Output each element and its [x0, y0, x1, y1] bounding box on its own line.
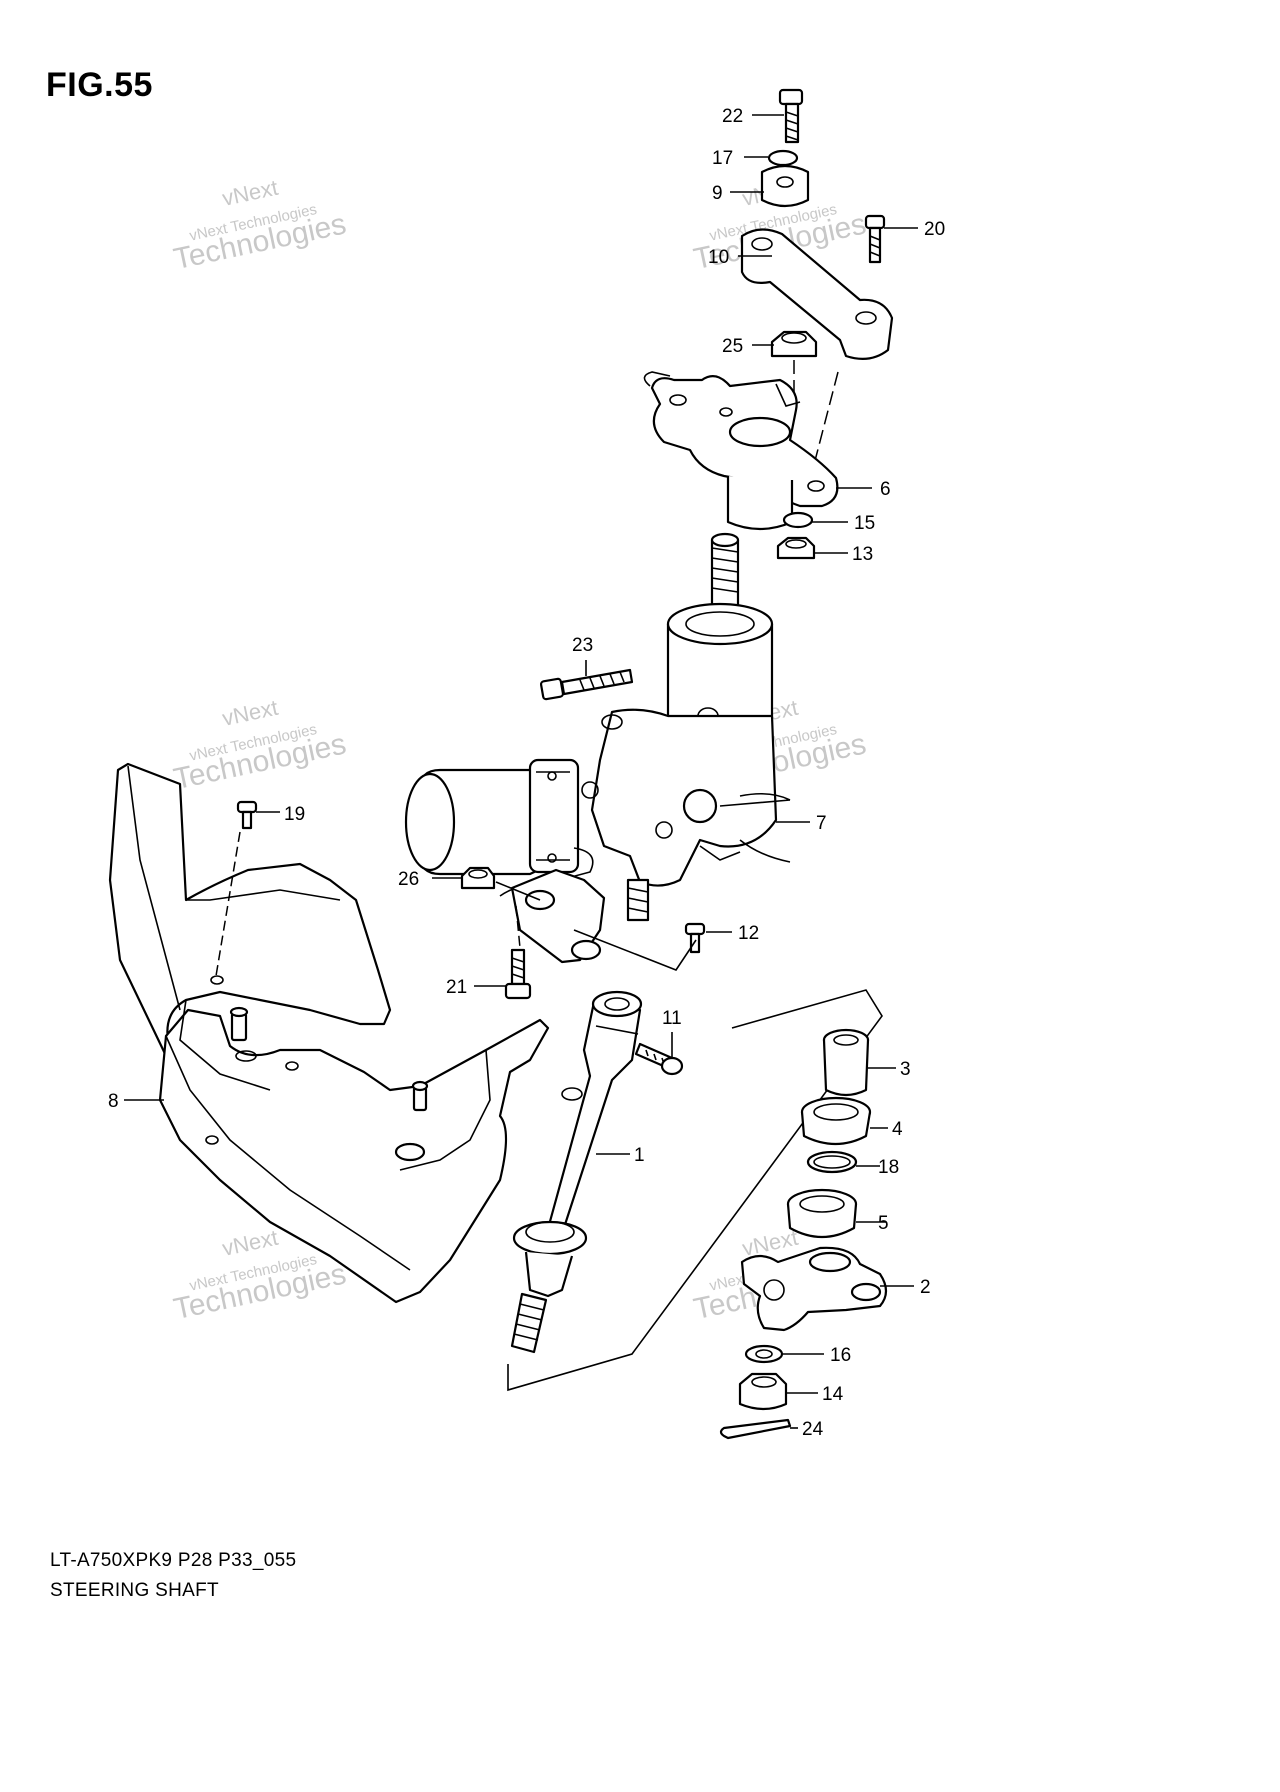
- watermark: vNext vNext Technologies Technologies: [171, 695, 349, 796]
- pitman-arm-2: [740, 1246, 888, 1332]
- callout-15: 15: [854, 513, 875, 534]
- washer-15: [782, 511, 814, 529]
- svg-text:vNext: vNext: [220, 695, 280, 731]
- bolt-12: [684, 922, 706, 954]
- model-code: LT-A750XPK9 P28 P33_055: [50, 1550, 297, 1571]
- callout-23: 23: [572, 635, 593, 656]
- watermark: vNext vNext Technologies Technologies: [171, 175, 349, 276]
- callout-14: 14: [822, 1384, 844, 1405]
- steering-shaft-1: [510, 990, 643, 1354]
- svg-text:vNext: vNext: [220, 1225, 280, 1261]
- callout-5: 5: [878, 1213, 889, 1234]
- callout-25: 25: [722, 336, 743, 357]
- figure-title: FIG.55: [46, 66, 153, 104]
- bolt-11: [634, 1042, 684, 1076]
- callout-12: 12: [738, 923, 759, 944]
- callout-24: 24: [802, 1419, 824, 1440]
- callout-1: 1: [634, 1145, 645, 1166]
- diagram-title: STEERING SHAFT: [50, 1580, 219, 1601]
- callout-11: 11: [662, 1008, 682, 1029]
- callout-19: 19: [284, 804, 305, 825]
- steering-cover-8: [108, 762, 550, 1304]
- bolt-21: [504, 948, 532, 1000]
- svg-text:vNext: vNext: [220, 175, 280, 211]
- callout-20: 20: [924, 219, 945, 240]
- group-bracket: [507, 989, 883, 1392]
- seal-4: [800, 1096, 872, 1146]
- callout-26: 26: [398, 869, 419, 890]
- callout-13: 13: [852, 544, 873, 565]
- callout-6: 6: [880, 479, 891, 500]
- callout-7: 7: [816, 813, 827, 834]
- clamp-upper-9: [760, 164, 810, 208]
- bolt-20: [864, 214, 886, 264]
- callout-4: 4: [892, 1119, 903, 1140]
- handlebar-holder-10: [740, 228, 894, 361]
- eps-unit-7: [404, 532, 791, 964]
- seal-5: [786, 1188, 858, 1238]
- callout-22: 22: [722, 106, 743, 127]
- callout-21: 21: [446, 977, 467, 998]
- callout-3: 3: [900, 1059, 911, 1080]
- callout-18: 18: [878, 1157, 899, 1178]
- callout-2: 2: [920, 1277, 931, 1298]
- washer-16: [744, 1344, 784, 1364]
- bolt-22: [778, 88, 804, 144]
- nut-13: [776, 536, 816, 560]
- bushing-3: [822, 1028, 870, 1097]
- nut-14: [738, 1372, 788, 1411]
- callout-9: 9: [712, 183, 723, 204]
- cotter-pin-24: [719, 1418, 792, 1440]
- o-ring-18: [806, 1150, 858, 1174]
- washer-17: [767, 149, 799, 167]
- nut-25: [770, 330, 818, 358]
- callout-17: 17: [712, 148, 733, 169]
- callout-16: 16: [830, 1345, 851, 1366]
- nut-26: [460, 866, 496, 890]
- svg-text:vNext: vNext: [740, 1225, 800, 1261]
- bolt-23: [539, 668, 634, 701]
- bolt-19: [236, 800, 258, 830]
- steering-bracket-6: [643, 371, 839, 531]
- callout-10: 10: [708, 247, 729, 268]
- callout-8: 8: [108, 1091, 119, 1112]
- callouts: 22 17 9 10 20 25 6 15 13 23 7 19 26 12 2…: [108, 106, 945, 1440]
